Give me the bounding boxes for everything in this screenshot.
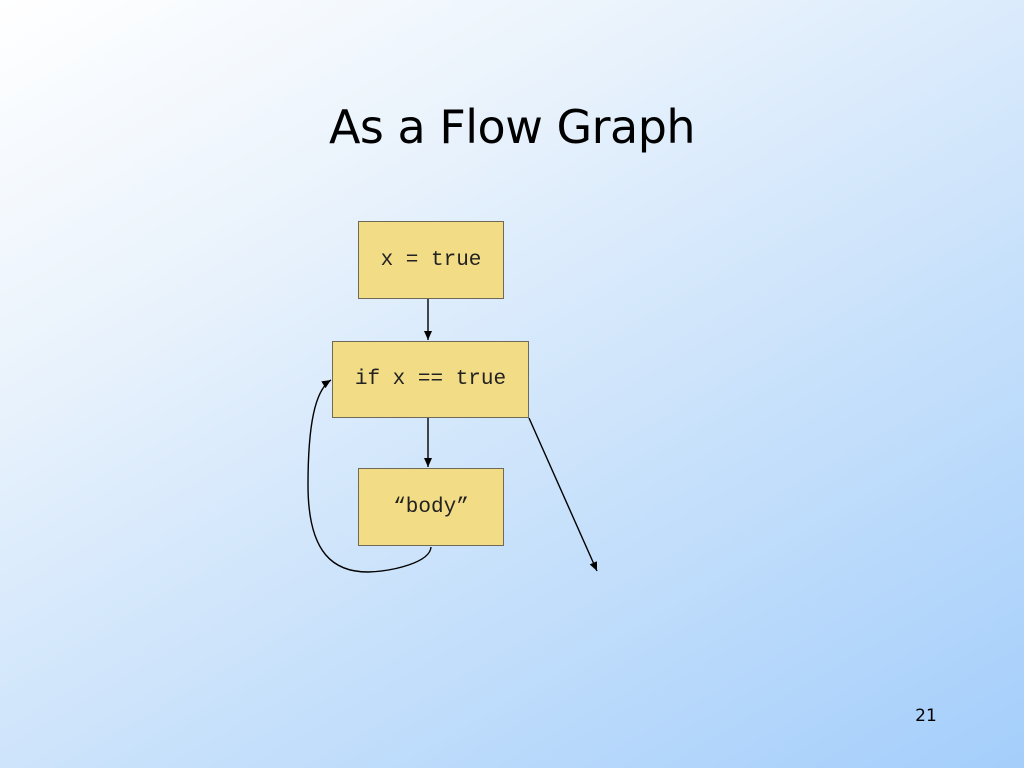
- node-condition: if x == true: [332, 341, 529, 418]
- node-assign-label: x = true: [380, 248, 482, 272]
- slide-title: As a Flow Graph: [328, 100, 696, 154]
- node-body-label: “body”: [393, 495, 469, 519]
- node-assign: x = true: [358, 221, 504, 299]
- edge-cond-exit: [528, 417, 598, 572]
- node-condition-label: if x == true: [354, 368, 507, 391]
- node-body: “body”: [358, 468, 504, 546]
- page-number: 21: [915, 706, 937, 726]
